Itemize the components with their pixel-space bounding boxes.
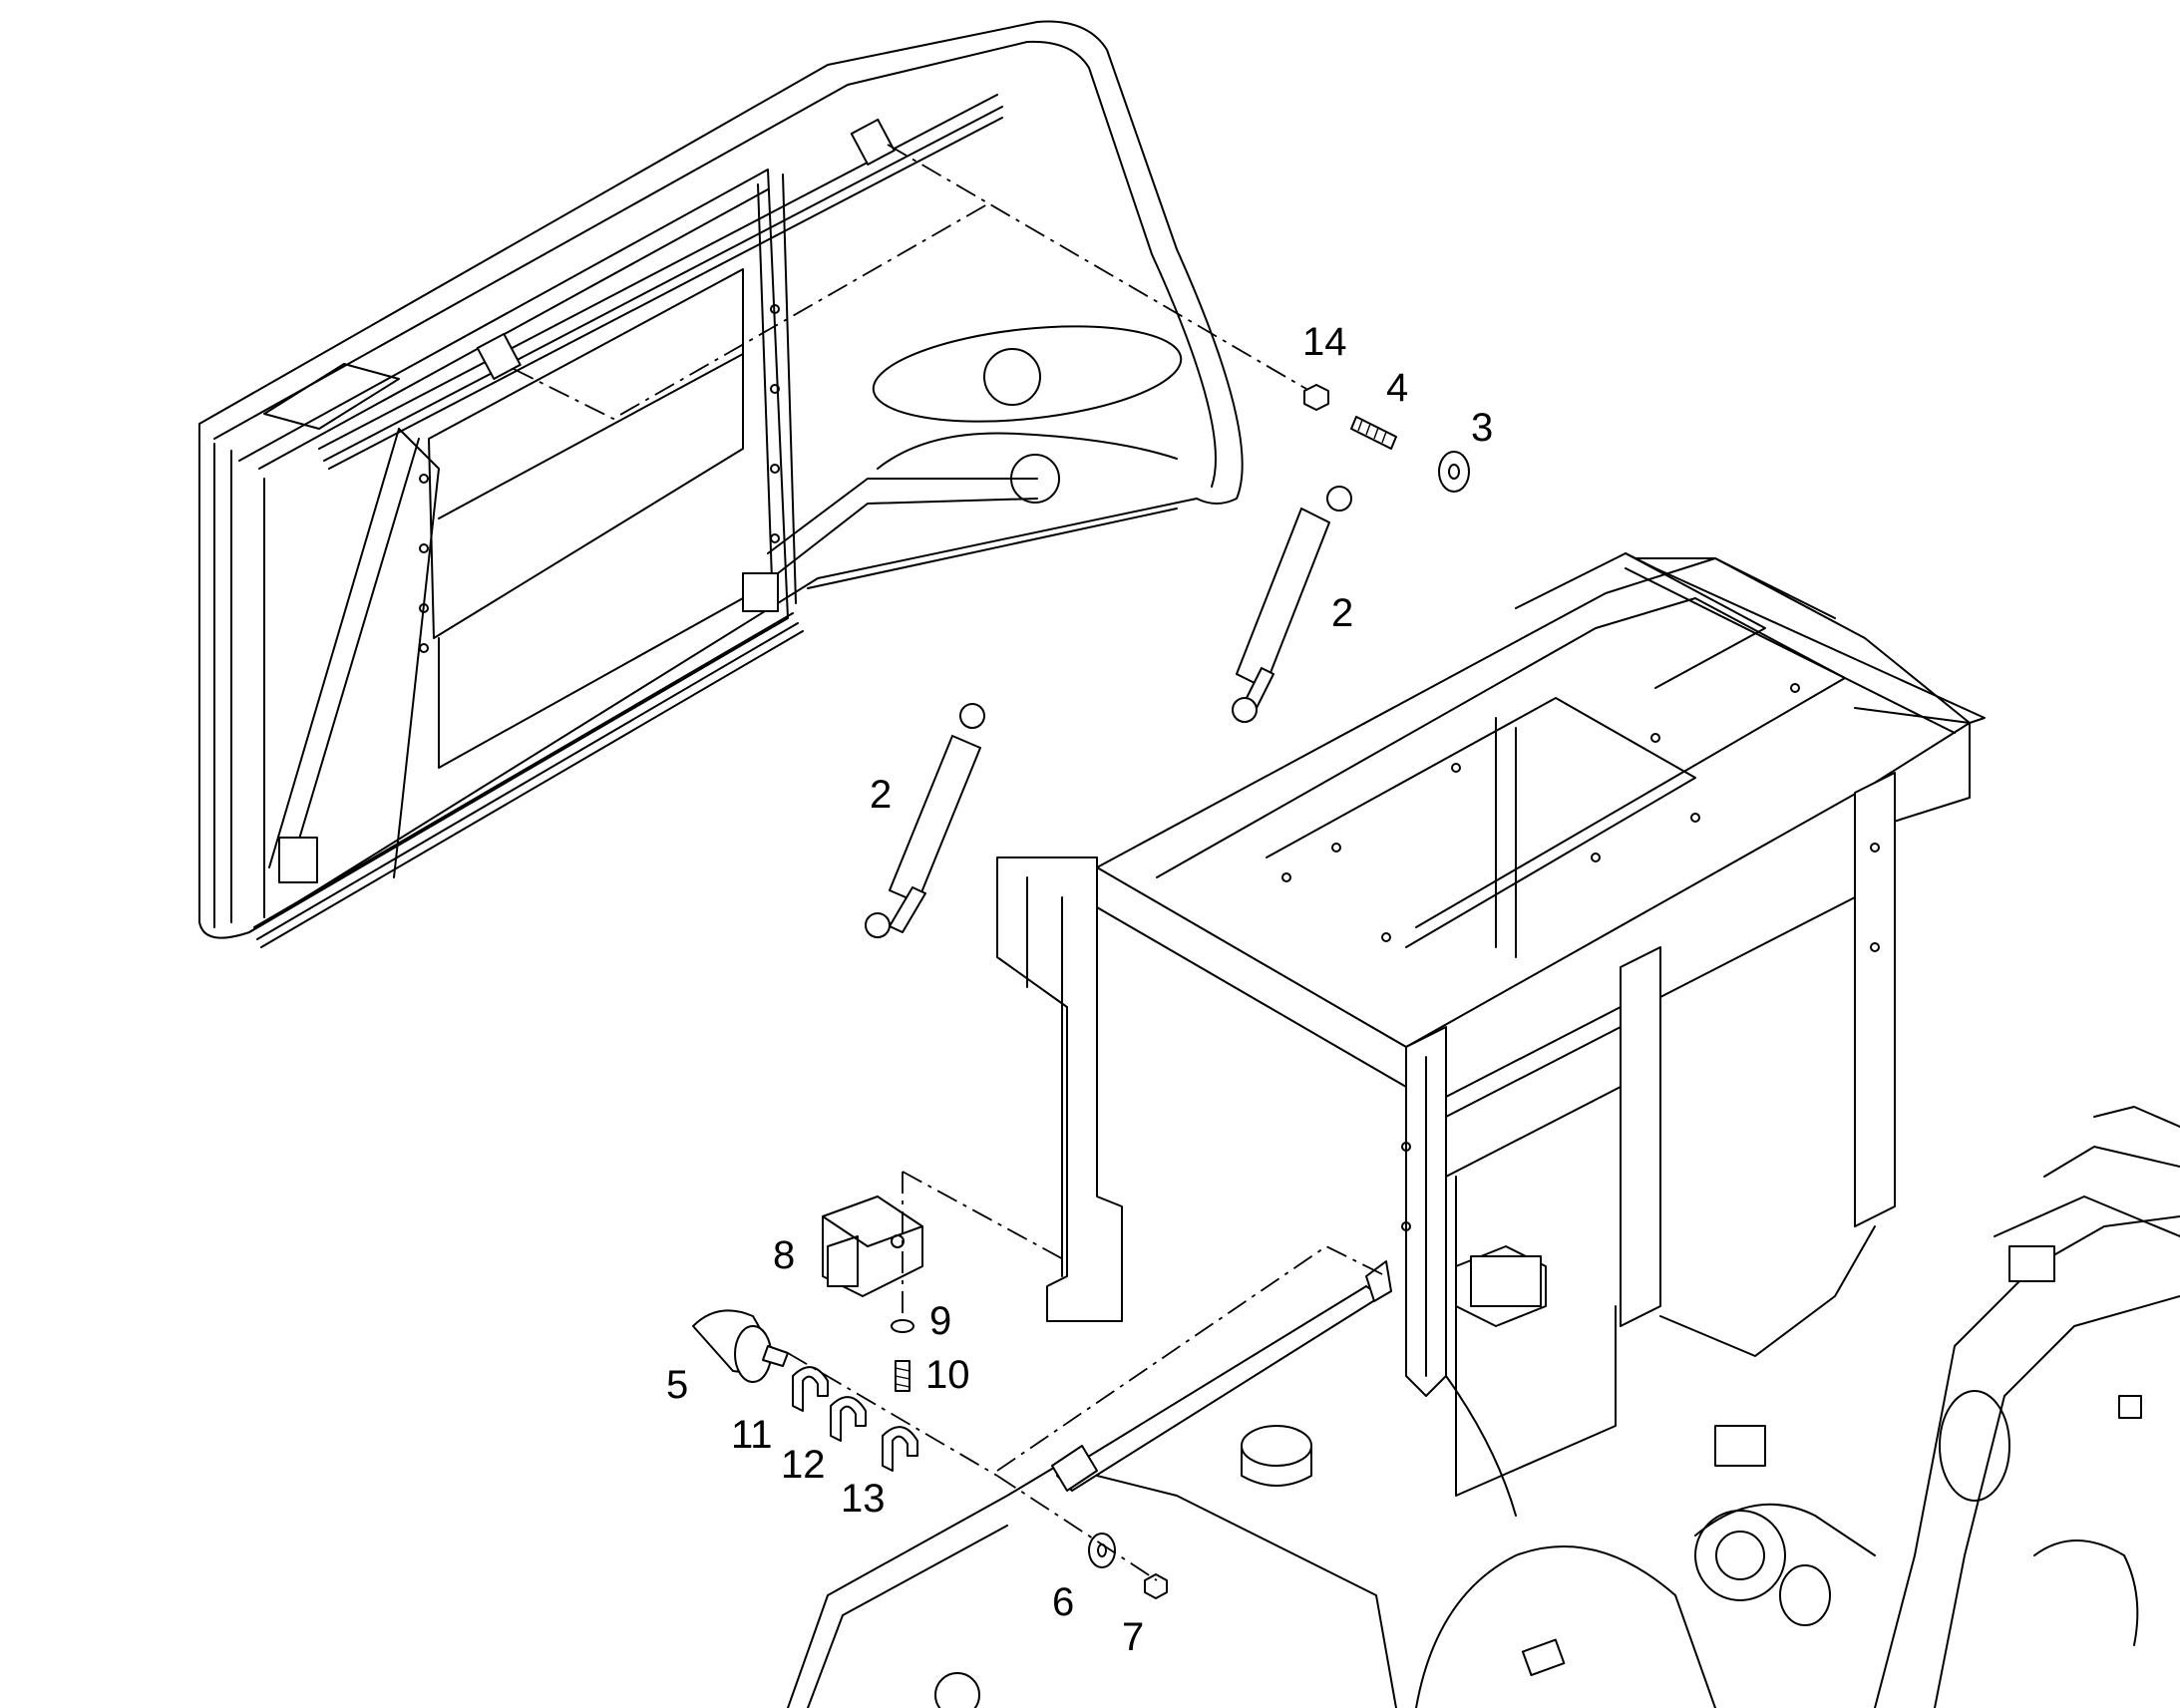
seatbelt-buckle [822, 1171, 1068, 1392]
engine-hood [198, 20, 1307, 948]
washer-9 [891, 1319, 914, 1333]
callout-8: 8 [773, 1233, 795, 1277]
gas-strut-right [1232, 486, 1352, 723]
callout-13: 13 [841, 1477, 886, 1521]
callout-3: 3 [1471, 406, 1493, 450]
shim-13 [882, 1426, 918, 1472]
main-frame [996, 552, 1986, 1517]
lower-chassis [787, 1106, 2180, 1708]
lower-hardware [996, 1244, 1392, 1599]
callout-5: 5 [666, 1363, 688, 1407]
callout-10: 10 [925, 1353, 970, 1397]
callout-14: 14 [1302, 320, 1347, 364]
shim-12 [830, 1396, 867, 1442]
callout-12: 12 [781, 1443, 826, 1487]
callout-2-upper: 2 [1331, 591, 1353, 635]
rubber-buffer [692, 1309, 789, 1383]
shims [787, 1352, 998, 1477]
shim-11 [792, 1366, 829, 1412]
callout-7: 7 [1122, 1615, 1144, 1659]
callout-6: 6 [1052, 1580, 1074, 1624]
callout-11: 11 [731, 1413, 773, 1457]
stud-4 [1350, 416, 1397, 450]
callout-9: 9 [929, 1299, 951, 1343]
callout-4: 4 [1386, 366, 1408, 410]
callout-labels: 14 4 3 2 2 8 9 10 5 11 12 13 6 7 [666, 320, 1493, 1659]
nut-14 [1303, 384, 1329, 411]
callout-2-lower: 2 [870, 773, 892, 817]
hinge-hardware [1303, 384, 1470, 493]
nut-7 [1144, 1573, 1168, 1599]
gas-strut-left [865, 703, 985, 938]
